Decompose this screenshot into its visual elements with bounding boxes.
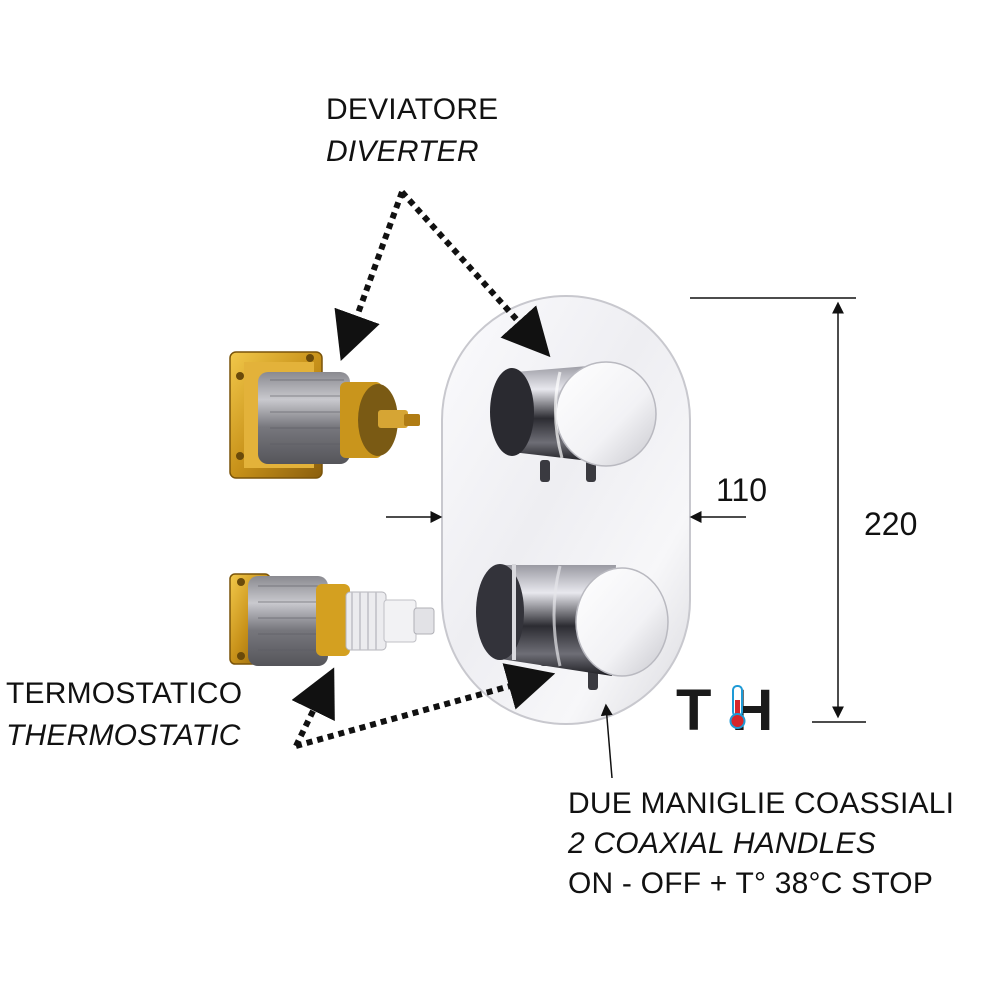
thermostatic-label-en: THERMOSTATIC [6,719,241,752]
diverter-leader-arrows [334,189,551,362]
handles-label-it: DUE MANIGLIE COASSIALI [568,787,955,820]
thermostatic-handle [476,564,669,690]
thermostatic-valve-body [229,573,435,666]
diverter-label-en: DIVERTER [326,135,479,168]
handles-label-en: 2 COAXIAL HANDLES [568,827,876,860]
handles-note: ON - OFF + T° 38°C STOP [568,867,934,900]
diverter-handle [490,361,657,482]
height-dimension-value: 220 [864,506,918,542]
th-logo: TH [676,678,793,743]
diverter-valve-body [229,351,420,479]
diverter-label-it: DEVIATORE [326,93,499,126]
thermostatic-label-it: TERMOSTATICO [6,677,243,710]
height-dimension-lines [690,297,866,723]
thermostatic-leader-arrows [291,663,556,749]
thermometer-icon [729,685,746,729]
handles-leader-arrow [600,703,613,779]
logo-text: TH [676,678,793,743]
width-dimension-value: 110 [716,472,768,508]
